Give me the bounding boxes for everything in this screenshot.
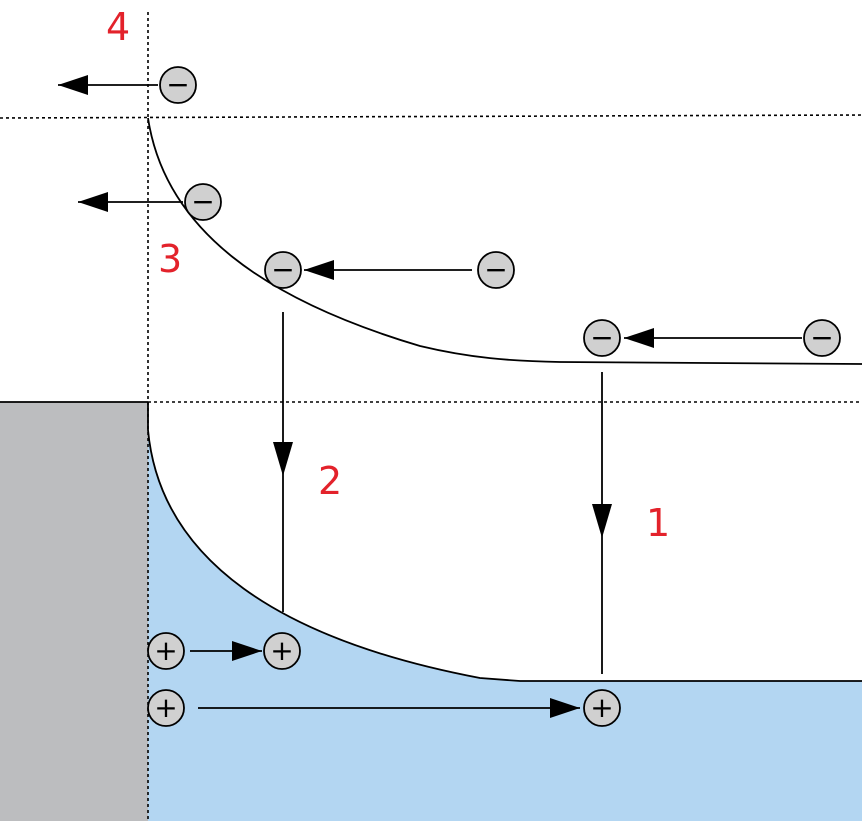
label-process-2: 2 (318, 459, 342, 503)
minus-circle-icon (264, 251, 302, 289)
electron-3: − (264, 251, 302, 289)
vacuum-level-dashed-line (0, 114, 862, 119)
arrowhead-recombination-1 (592, 504, 612, 538)
metal-region (0, 402, 148, 821)
hole-symbol: + (270, 634, 293, 667)
electron-symbol: − (484, 253, 507, 286)
minus-circle-icon (159, 66, 197, 104)
electrons: − − − − − − (159, 66, 841, 357)
minus-circle-icon (803, 319, 841, 357)
hole-4: + (583, 689, 621, 727)
arrowhead-recombination-2 (273, 442, 293, 476)
electron-symbol: − (590, 321, 613, 354)
electron-symbol: − (810, 321, 833, 354)
hole-3: + (147, 689, 185, 727)
minus-circle-icon (583, 319, 621, 357)
minus-circle-icon (184, 183, 222, 221)
label-process-1: 1 (646, 501, 670, 545)
hole-symbol: + (590, 691, 613, 724)
electron-2: − (184, 183, 222, 221)
hole-2: + (263, 632, 301, 670)
plus-circle-icon (147, 689, 185, 727)
hole-symbol: + (154, 691, 177, 724)
electron-symbol: − (191, 185, 214, 218)
plus-circle-icon (263, 632, 301, 670)
semiconductor-region (148, 430, 862, 821)
hole-symbol: + (154, 634, 177, 667)
plus-circle-icon (583, 689, 621, 727)
hole-1: + (147, 632, 185, 670)
holes: + + + + (147, 632, 621, 727)
plus-circle-icon (147, 632, 185, 670)
electron-symbol: − (271, 253, 294, 286)
minus-circle-icon (477, 251, 515, 289)
valence-band-edge (147, 402, 862, 682)
label-process-3: 3 (158, 237, 182, 281)
electron-5: − (583, 319, 621, 357)
electron-1: − (159, 66, 197, 104)
electron-symbol: − (166, 68, 189, 101)
electron-4: − (477, 251, 515, 289)
conduction-band-edge (147, 117, 862, 365)
label-process-4: 4 (106, 5, 130, 49)
electron-6: − (803, 319, 841, 357)
